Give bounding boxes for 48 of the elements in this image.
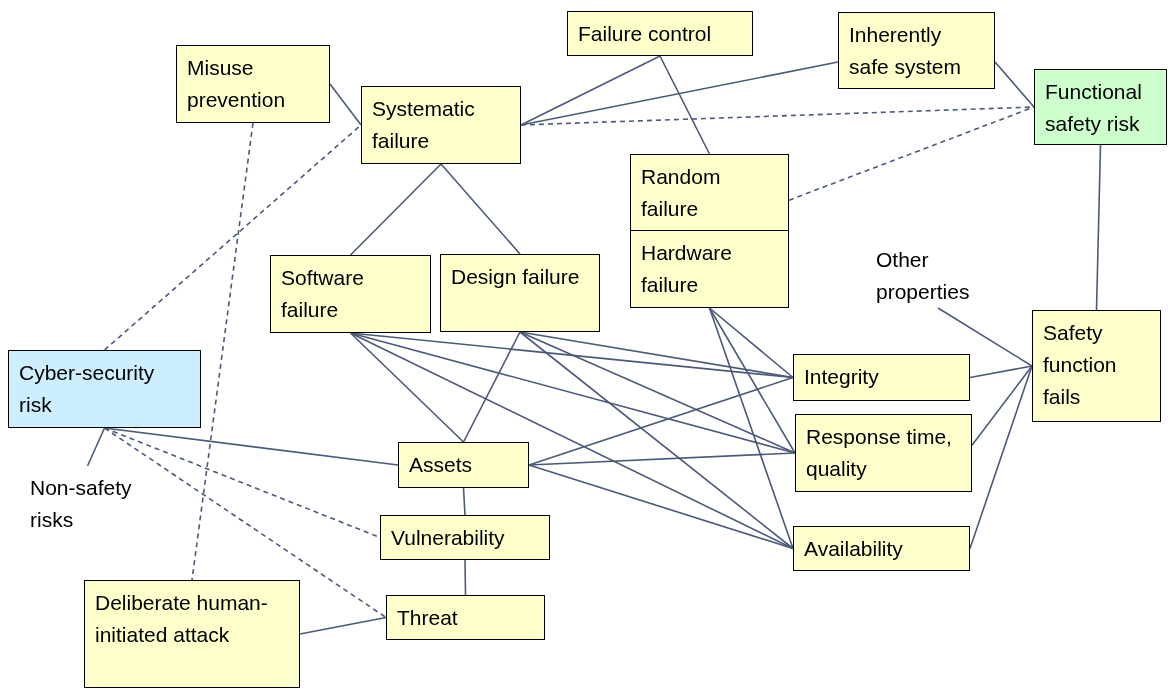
connector-line — [520, 55, 661, 126]
connector-line — [528, 376, 794, 466]
dashed-connector — [103, 124, 362, 351]
connector-line — [708, 307, 794, 379]
connector-line — [519, 331, 794, 550]
note-text: Other properties — [876, 247, 971, 305]
concept-box: Misuse prevention — [176, 45, 330, 123]
connector-line — [349, 163, 442, 256]
concept-box: Inherently safe system — [838, 12, 995, 89]
note-text: Non-safety risks — [30, 475, 133, 533]
concept-box: Threat — [386, 595, 545, 640]
connector-line — [969, 365, 1033, 379]
connector-line — [299, 616, 387, 635]
concept-box: Random failure — [630, 154, 789, 231]
concept-box: Assets — [398, 442, 529, 488]
concept-box: Safety function fails — [1032, 310, 1161, 422]
concept-box: Functional safety risk — [1034, 69, 1167, 145]
connector-line — [659, 55, 711, 155]
connector-line — [708, 307, 796, 454]
connector-line — [86, 427, 106, 467]
concept-box: Design failure — [440, 254, 600, 332]
connector-line — [528, 452, 796, 466]
connector-line — [994, 61, 1035, 108]
concept-box: Response time, quality — [795, 414, 972, 492]
concept-box: Vulnerability — [380, 515, 550, 560]
connector-line — [349, 332, 465, 443]
concept-box: Software failure — [270, 255, 431, 333]
concept-box: Integrity — [793, 354, 970, 401]
connector-line — [519, 331, 796, 454]
connector-line — [528, 464, 794, 550]
concept-box: Failure control — [567, 11, 753, 56]
connector-line — [462, 487, 466, 516]
connector-line — [971, 365, 1033, 446]
concept-box: Deliberate human-initiated attack — [84, 580, 300, 688]
connector-line — [329, 83, 362, 126]
dashed-connector — [191, 122, 254, 581]
concept-box: Hardware failure — [630, 230, 789, 308]
connector-line — [1095, 144, 1102, 311]
connector-line — [708, 307, 794, 550]
connector-line — [462, 331, 521, 443]
concept-box: Systematic failure — [361, 86, 521, 164]
dashed-connector — [103, 427, 387, 619]
concept-box: Cyber-security risk — [8, 350, 201, 428]
connector-line — [937, 307, 1033, 367]
connector-line — [440, 163, 521, 255]
connector-line — [464, 559, 467, 596]
concept-box: Availability — [793, 526, 970, 571]
dashed-connector — [788, 106, 1035, 201]
